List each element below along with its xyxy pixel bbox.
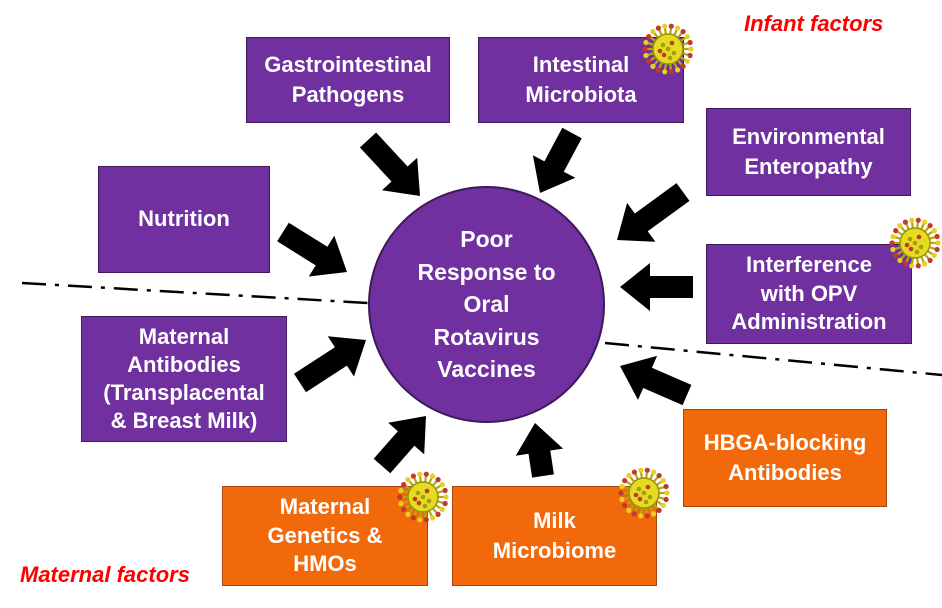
influence-arrow	[515, 423, 564, 478]
rotavirus-icon	[889, 217, 941, 269]
center-line: Rotavirus	[433, 323, 540, 350]
maternal-antibodies-box: Maternal Antibodies (Transplacental & Br…	[81, 316, 287, 442]
center-line: Vaccines	[437, 356, 536, 383]
divider-line	[21, 281, 942, 377]
influence-arrow	[617, 183, 690, 242]
environmental-enteropathy-box: Environmental Enteropathy	[706, 108, 911, 196]
opv-interference-box: Interference with OPV Administration	[706, 244, 912, 344]
nutrition-box: Nutrition	[98, 166, 270, 273]
influence-arrow	[359, 132, 420, 196]
rotavirus-icon	[618, 467, 670, 519]
influence-arrow	[277, 222, 347, 277]
influence-arrow	[532, 127, 582, 193]
maternal-factors-caption: Maternal factors	[20, 562, 190, 587]
milk-microbiome-box: Milk Microbiome	[452, 486, 657, 586]
maternal-genetics-hmos-box: Maternal Genetics & HMOs	[222, 486, 428, 586]
center-line: Poor	[460, 225, 513, 252]
influence-arrow	[373, 416, 426, 474]
center-line: Oral	[463, 291, 510, 318]
center-outcome-circle: Poor Response to Oral Rotavirus Vaccines	[368, 186, 605, 423]
infant-factors-caption: Infant factors	[744, 11, 884, 36]
influence-arrow	[620, 355, 692, 406]
influence-arrow	[294, 336, 366, 393]
gastrointestinal-pathogens-box: Gastrointestinal Pathogens	[246, 37, 450, 123]
influence-arrow	[620, 263, 693, 311]
rotavirus-icon	[642, 23, 694, 75]
intestinal-microbiota-box: Intestinal Microbiota	[478, 37, 684, 123]
center-line: Response to	[417, 258, 556, 285]
hbga-blocking-antibodies-box: HBGA-blocking Antibodies	[683, 409, 887, 507]
rotavirus-icon	[397, 471, 449, 523]
